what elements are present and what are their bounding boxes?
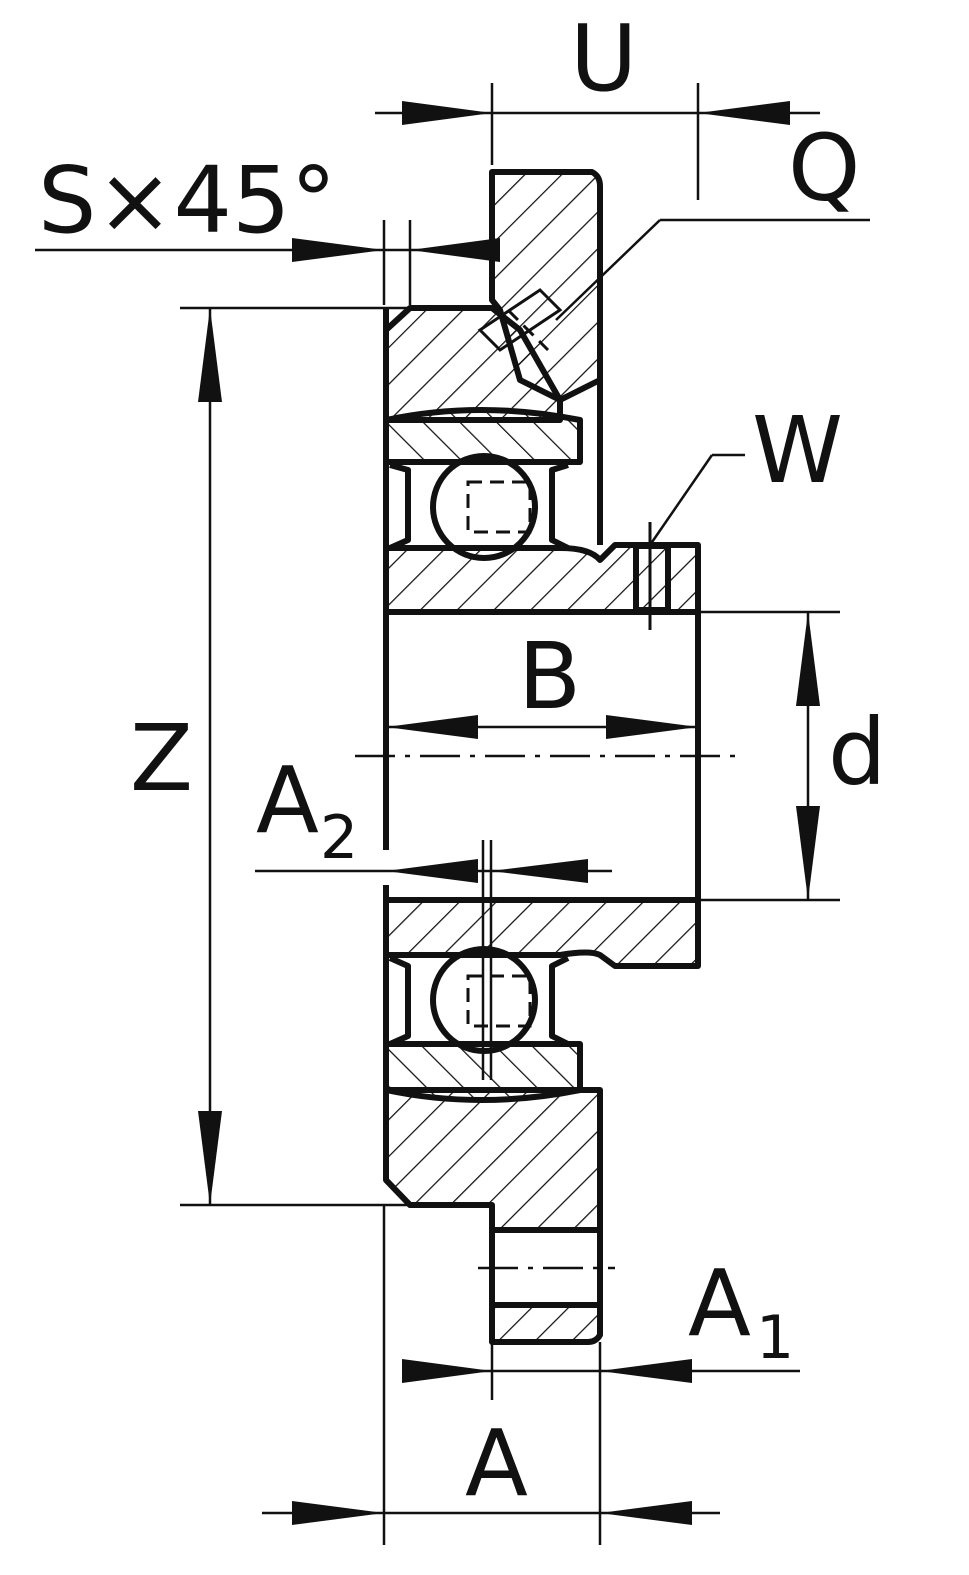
dim-W: W bbox=[648, 397, 843, 546]
outer-ring-upper bbox=[383, 407, 583, 465]
dim-A1: A 1 bbox=[402, 1250, 800, 1400]
bore-outline bbox=[355, 308, 735, 1180]
dim-S45: S×45° bbox=[35, 147, 500, 305]
seal-right-upper bbox=[549, 462, 570, 551]
label-W: W bbox=[752, 397, 843, 504]
cage-lower bbox=[466, 974, 532, 1028]
label-Q: Q bbox=[788, 115, 860, 222]
label-B: B bbox=[518, 623, 581, 730]
upper-section bbox=[383, 169, 701, 630]
label-A: A bbox=[465, 1410, 528, 1517]
dim-d: d bbox=[700, 610, 886, 902]
label-A2-sub: 2 bbox=[320, 803, 358, 873]
seal-left-upper bbox=[388, 462, 411, 551]
dim-Q: Q bbox=[555, 115, 870, 321]
dim-U: U bbox=[375, 5, 820, 200]
seal-right-lower bbox=[549, 955, 570, 1047]
dim-B: B bbox=[386, 623, 698, 739]
label-A2-main: A bbox=[256, 747, 319, 854]
label-d: d bbox=[828, 699, 886, 806]
set-screw bbox=[633, 543, 671, 613]
label-A1-main: A bbox=[688, 1250, 751, 1357]
ball-upper bbox=[430, 453, 538, 561]
inner-ring-lower bbox=[383, 897, 701, 969]
lower-section bbox=[383, 897, 701, 1345]
cage-upper bbox=[466, 480, 532, 534]
label-A1-sub: 1 bbox=[756, 1303, 794, 1373]
label-Z: Z bbox=[130, 705, 193, 812]
housing-lower bbox=[383, 1087, 603, 1233]
label-S45: S×45° bbox=[38, 147, 337, 254]
dim-A: A bbox=[262, 1205, 720, 1545]
seal-left-lower bbox=[388, 955, 411, 1047]
label-U: U bbox=[570, 5, 637, 112]
dim-Z: Z bbox=[130, 306, 410, 1207]
flange-lower bbox=[489, 1302, 603, 1345]
dim-A2: A 2 bbox=[255, 747, 612, 1080]
